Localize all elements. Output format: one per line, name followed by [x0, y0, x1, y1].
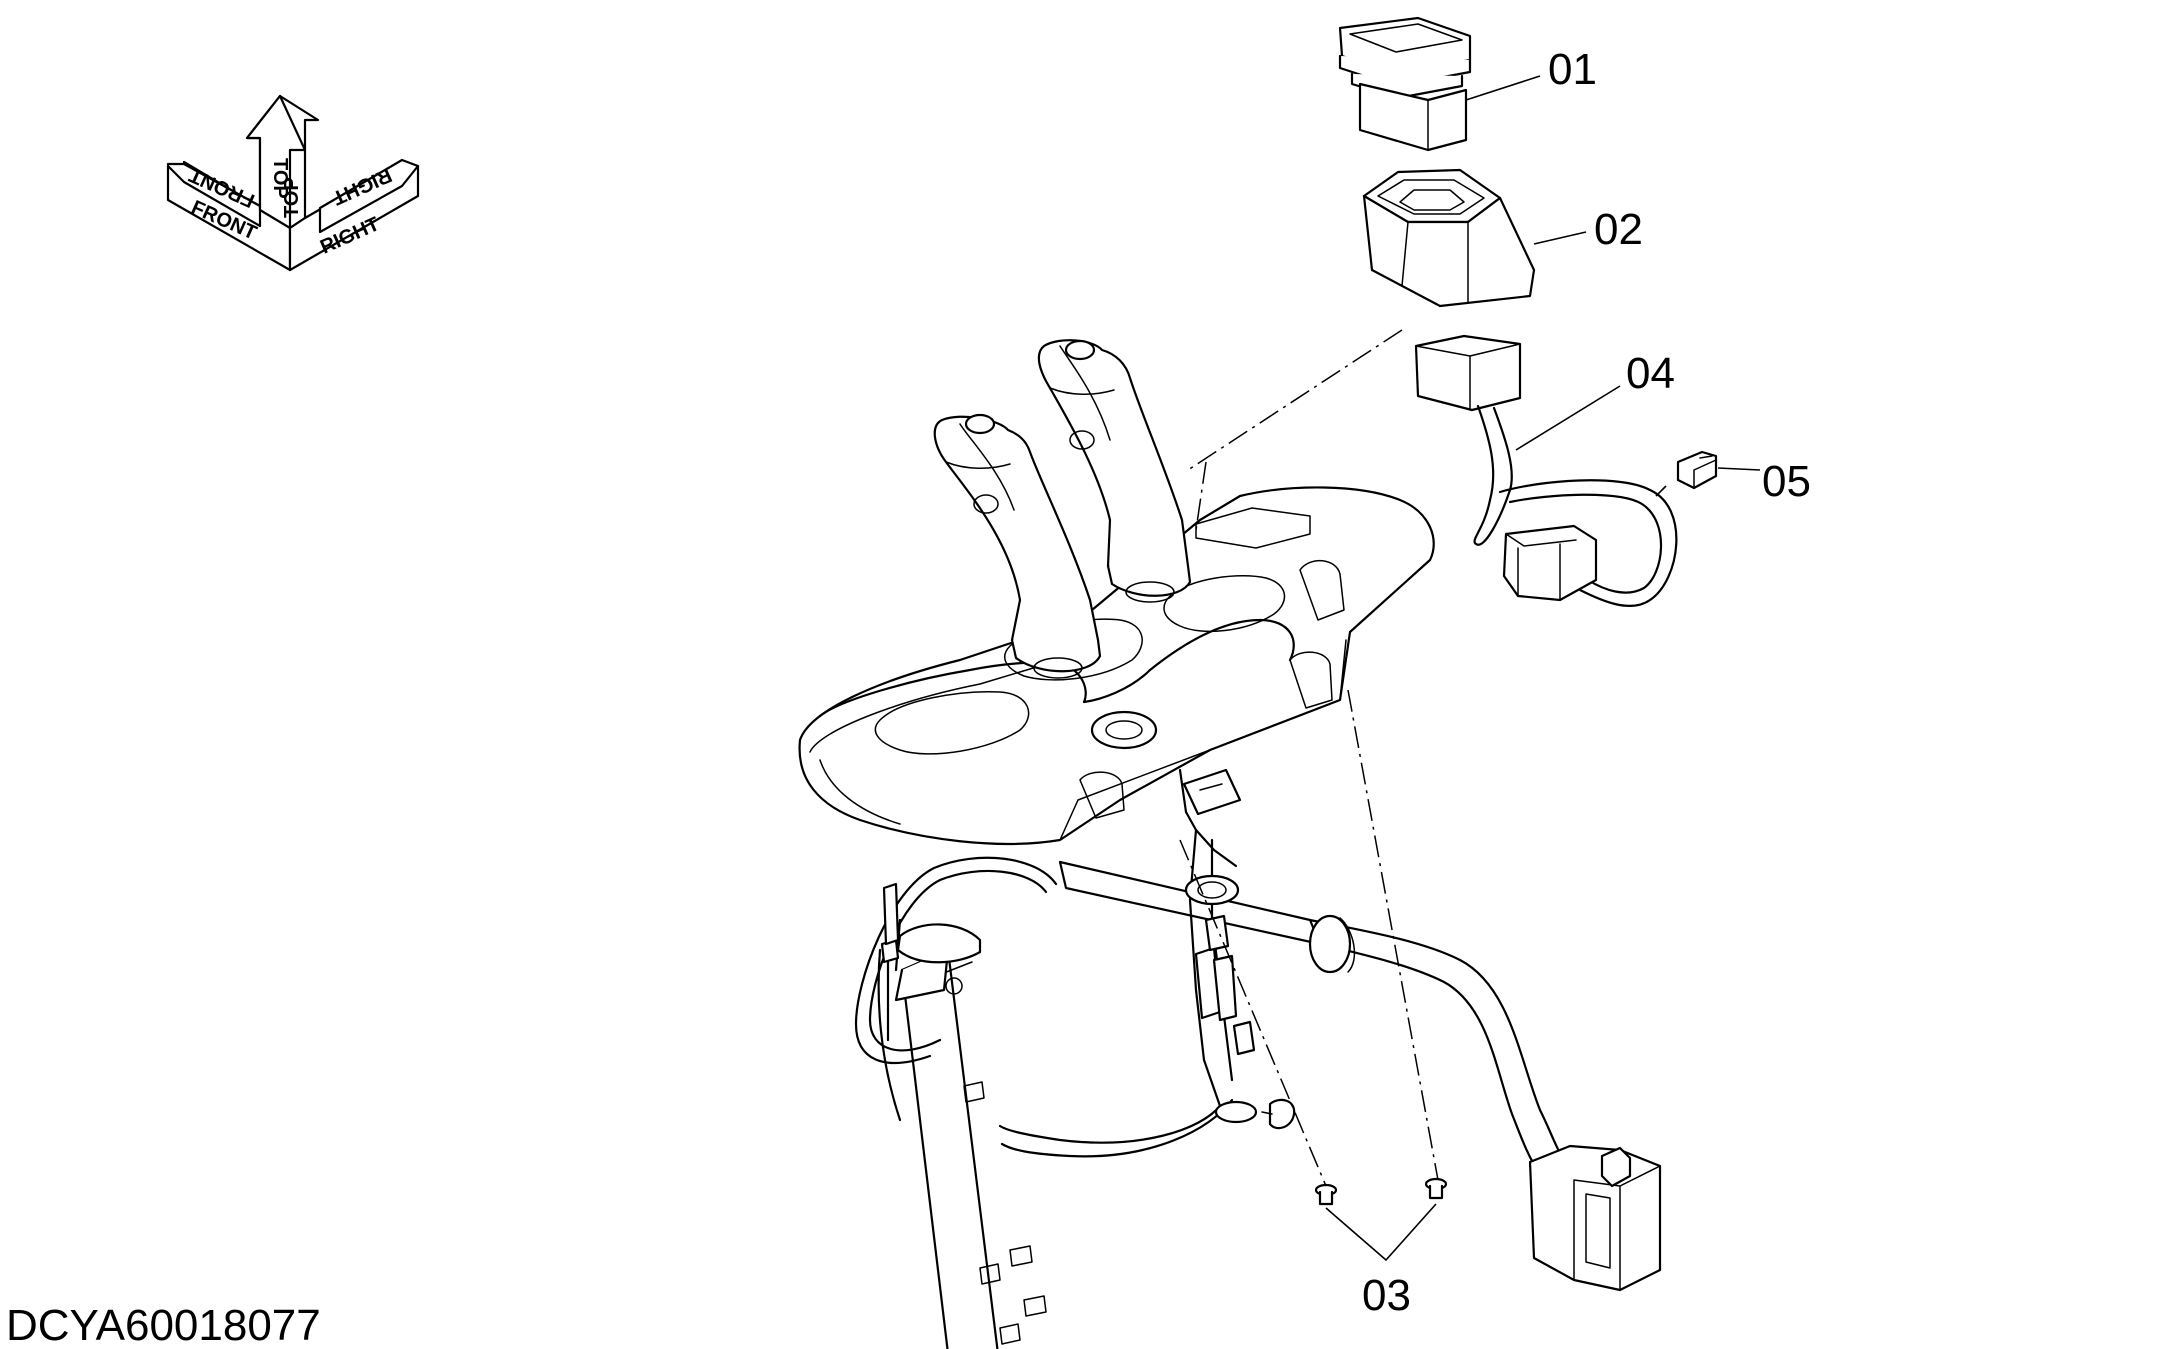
callout-04: 04: [1626, 349, 1675, 398]
orientation-label-top-mirrored: TOP: [281, 177, 303, 218]
frame-and-wiring: [854, 768, 1662, 1349]
assembly-centerlines: [1179, 329, 1439, 1187]
callout-leaders: [1325, 75, 1761, 1262]
callout-03: 03: [1362, 1271, 1411, 1320]
part-02-bezel: [1362, 168, 1536, 308]
joystick-console: [798, 339, 1435, 846]
orientation-label-top: TOP: [269, 158, 291, 199]
document-id: DCYA60018077: [6, 1301, 321, 1349]
part-01-switch: [1338, 16, 1472, 152]
callout-05: 05: [1762, 457, 1811, 506]
callout-01: 01: [1548, 45, 1597, 94]
callout-02: 02: [1594, 205, 1643, 254]
orientation-arrows-icon: FRONT FRONT TOP TOP RIGHT RIGHT: [166, 94, 420, 272]
part-03-screws: [1314, 1177, 1448, 1206]
part-05-clip: [1676, 450, 1718, 490]
part-04-harness: [1414, 334, 1678, 607]
